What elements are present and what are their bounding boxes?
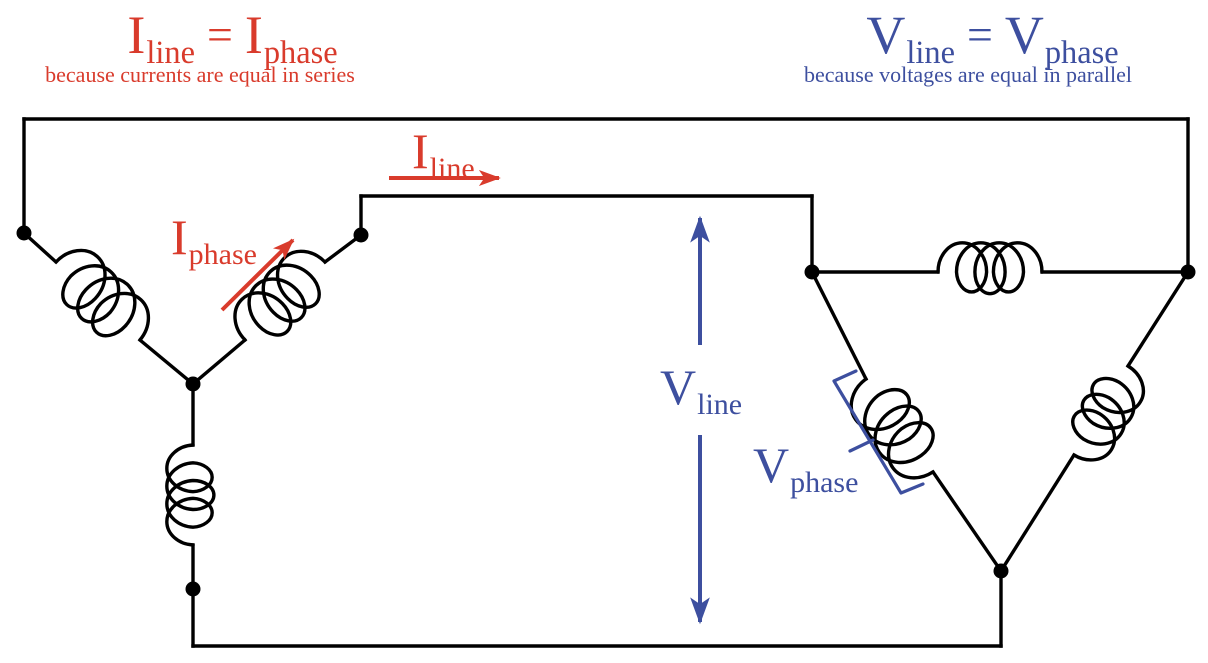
v-phase-bracket-outline <box>832 369 925 495</box>
v-phase-bracket-tick <box>848 438 875 453</box>
delta-left-lead-bottom <box>930 469 1004 574</box>
voltage-equation-caption: because voltages are equal in parallel <box>803 62 1132 87</box>
line-conductors <box>22 117 1190 648</box>
delta-winding-leads <box>809 269 1191 648</box>
i-phase-label: Iphase <box>171 212 257 270</box>
i-line-label-subscript: line <box>429 151 475 185</box>
v-phase-bracket <box>832 369 925 495</box>
junction-dot-wye-a <box>16 225 32 241</box>
current-equation-lhs-subscript: line <box>146 35 195 72</box>
wye-coil-a <box>54 248 151 342</box>
v-line-label: Vline <box>660 362 742 420</box>
equals-sign: = <box>966 9 993 61</box>
v-line-label-subscript: line <box>697 387 743 421</box>
current-equation-lhs: I <box>127 5 146 65</box>
v-phase-label-subscript: phase <box>790 465 859 499</box>
junction-dot-delta-left <box>804 264 820 280</box>
delta-left-lead-top <box>809 269 869 382</box>
voltage-equation-lhs: V <box>866 5 906 65</box>
equals-sign: = <box>206 9 233 61</box>
i-phase-arrow <box>220 238 295 312</box>
junction-dot-wye-c <box>185 581 201 597</box>
current-equation-rhs: I <box>244 5 263 65</box>
v-phase-label-main: V <box>753 437 790 493</box>
delta-coil-top <box>936 241 1044 296</box>
wye-coil-c <box>165 443 216 547</box>
i-line-label-main: I <box>412 123 429 179</box>
delta-right-lead-bottom <box>998 452 1077 574</box>
wye-b-lead-bottom <box>190 337 248 387</box>
delta-right-lead-top <box>1125 269 1191 369</box>
voltage-equation: Vline=Vphase <box>855 8 1130 70</box>
i-phase-label-subscript: phase <box>188 237 257 271</box>
wye-coil-b <box>233 249 327 342</box>
current-equation-rhs-subscript: phase <box>263 35 338 72</box>
junction-dot-wye-neutral <box>185 376 201 392</box>
voltage-equation-rhs-subscript: phase <box>1044 35 1119 72</box>
voltage-equation-rhs: V <box>1004 5 1044 65</box>
wye-a-lead-bottom <box>137 337 196 387</box>
junction-dot-delta-right <box>1180 264 1196 280</box>
delta-coil-right <box>1071 364 1146 462</box>
junction-dot-wye-b <box>353 227 369 243</box>
v-phase-label: Vphase <box>753 440 858 498</box>
current-equation: Iline=Iphase <box>95 8 370 70</box>
voltage-equation-lhs-subscript: line <box>906 35 955 72</box>
current-equation-caption: because currents are equal in series <box>45 62 355 87</box>
junction-dots <box>16 225 1196 597</box>
delta-coil-left <box>849 377 935 480</box>
i-line-label: Iline <box>412 126 475 184</box>
i-phase-label-main: I <box>171 209 188 265</box>
junction-dot-delta-bottom <box>993 563 1009 579</box>
v-line-label-main: V <box>660 359 697 415</box>
